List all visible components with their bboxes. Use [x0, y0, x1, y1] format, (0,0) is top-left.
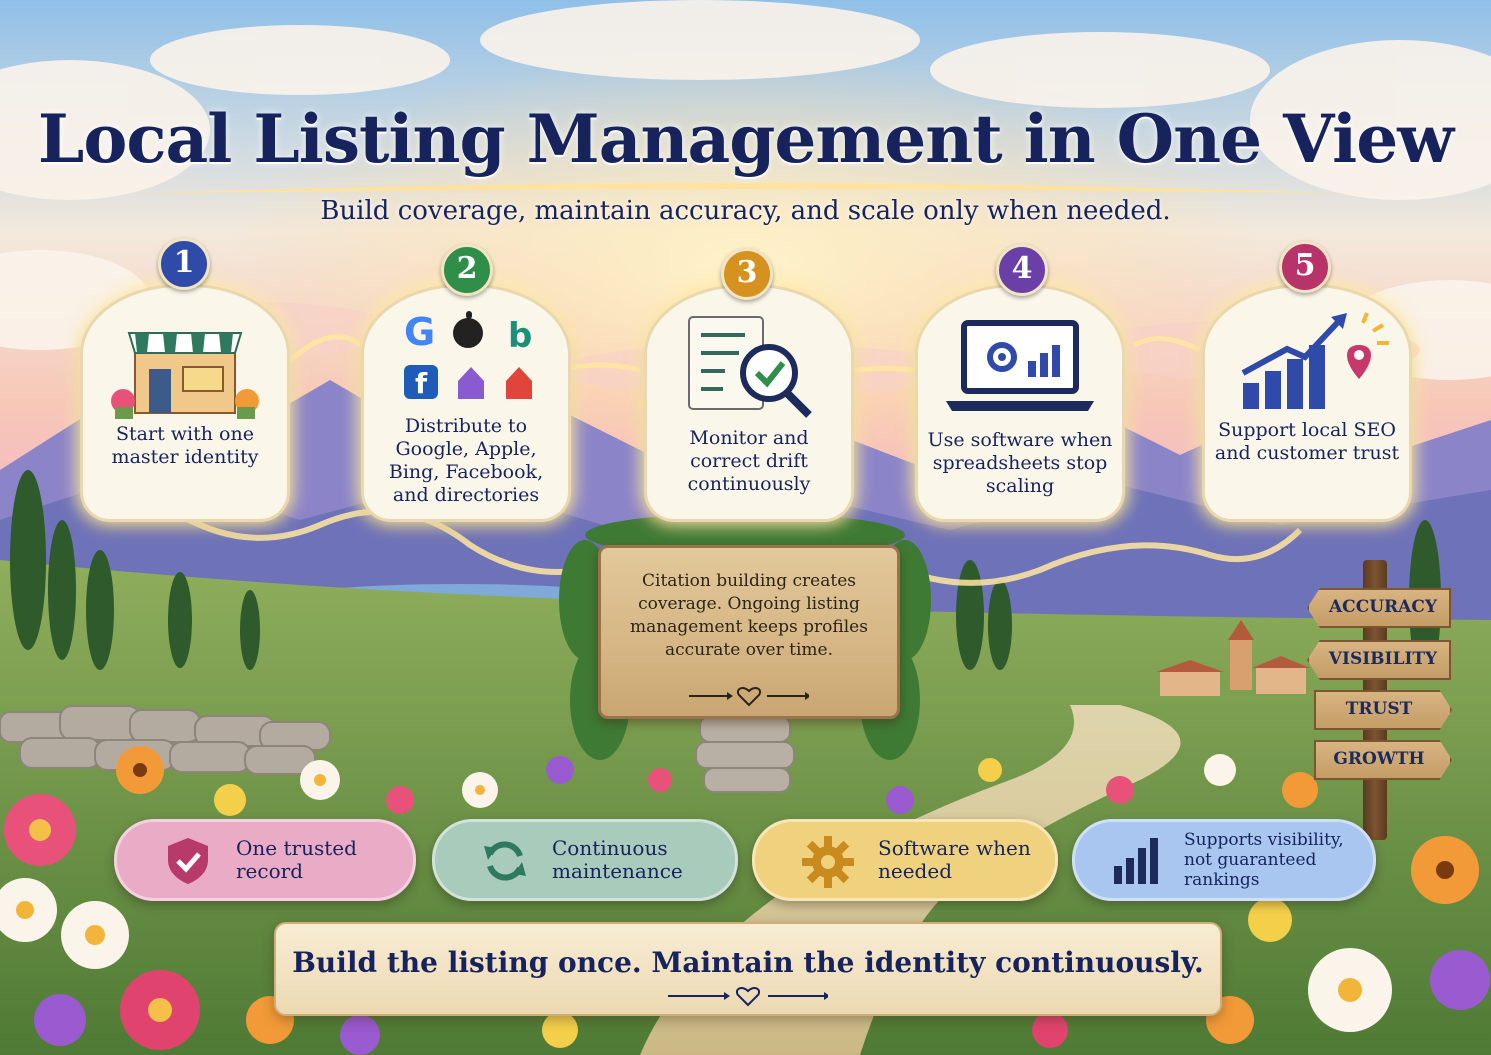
page-title: Local Listing Management in One View	[37, 100, 1454, 178]
svg-text:b: b	[508, 316, 532, 356]
step-card-2: G b f Distribute to Google, Apple, Bing,…	[361, 284, 571, 522]
pill-continuous-maintenance: Continuous maintenance	[432, 819, 738, 901]
signpost-growth: GROWTH	[1314, 740, 1452, 780]
step-card-3: Monitor and correct drift continuously	[644, 284, 854, 522]
gear-icon	[802, 836, 854, 888]
center-sign-text: Citation building creates coverage. Ongo…	[630, 571, 868, 660]
step-5-badge: 5	[1279, 241, 1331, 293]
step-card-4: Use software when spreadsheets stop scal…	[915, 284, 1125, 522]
signpost-accuracy: ACCURACY	[1307, 588, 1451, 628]
pill-visibility-not-rankings-label: Supports visibility, not guaranteed rank…	[1184, 830, 1344, 890]
heart-divider-icon	[689, 687, 809, 707]
bottom-banner: Build the listing once. Maintain the ide…	[274, 922, 1222, 1016]
refresh-icon	[484, 841, 526, 881]
pill-trusted-record: One trusted record	[114, 819, 416, 901]
heart-divider-icon	[668, 987, 828, 1007]
storefront-icon	[111, 332, 259, 419]
pill-trusted-record-label: One trusted record	[236, 836, 357, 883]
magnifier-check-icon	[688, 316, 812, 418]
step-2-label: Distribute to Google, Apple, Bing, Faceb…	[388, 415, 544, 506]
step-4-label: Use software when spreadsheets stop scal…	[927, 429, 1113, 497]
svg-text:f: f	[415, 367, 428, 400]
signpost-trust: TRUST	[1314, 690, 1452, 730]
bar-chart-icon	[1114, 838, 1158, 884]
growth-chart-icon	[1241, 312, 1389, 409]
step-3-badge: 3	[721, 248, 773, 300]
pill-software-when-needed: Software when needed	[752, 819, 1058, 901]
pill-visibility-not-rankings: Supports visibility, not guaranteed rank…	[1072, 819, 1376, 901]
pill-continuous-maintenance-label: Continuous maintenance	[552, 836, 683, 883]
step-card-1: Start with one master identity	[80, 284, 290, 522]
step-5-label: Support local SEO and customer trust	[1214, 419, 1400, 464]
step-card-5: Support local SEO and customer trust	[1202, 284, 1412, 522]
step-1-label: Start with one master identity	[111, 423, 259, 468]
platform-logos-icon: G b f	[404, 310, 532, 400]
page-subtitle: Build coverage, maintain accuracy, and s…	[320, 196, 1171, 226]
step-4-badge: 4	[996, 244, 1048, 296]
title-underline-swash	[130, 183, 1360, 194]
svg-text:G: G	[404, 310, 435, 354]
step-1-badge: 1	[158, 238, 210, 290]
step-2-badge: 2	[441, 244, 493, 296]
shield-check-icon	[168, 838, 208, 884]
laptop-dashboard-icon	[946, 320, 1094, 411]
signpost-visibility: VISIBILITY	[1307, 640, 1451, 680]
step-3-label: Monitor and correct drift continuously	[687, 427, 811, 495]
bottom-banner-text: Build the listing once. Maintain the ide…	[292, 946, 1204, 979]
center-wooden-sign: Citation building creates coverage. Ongo…	[598, 545, 900, 719]
pill-software-when-needed-label: Software when needed	[878, 836, 1031, 883]
